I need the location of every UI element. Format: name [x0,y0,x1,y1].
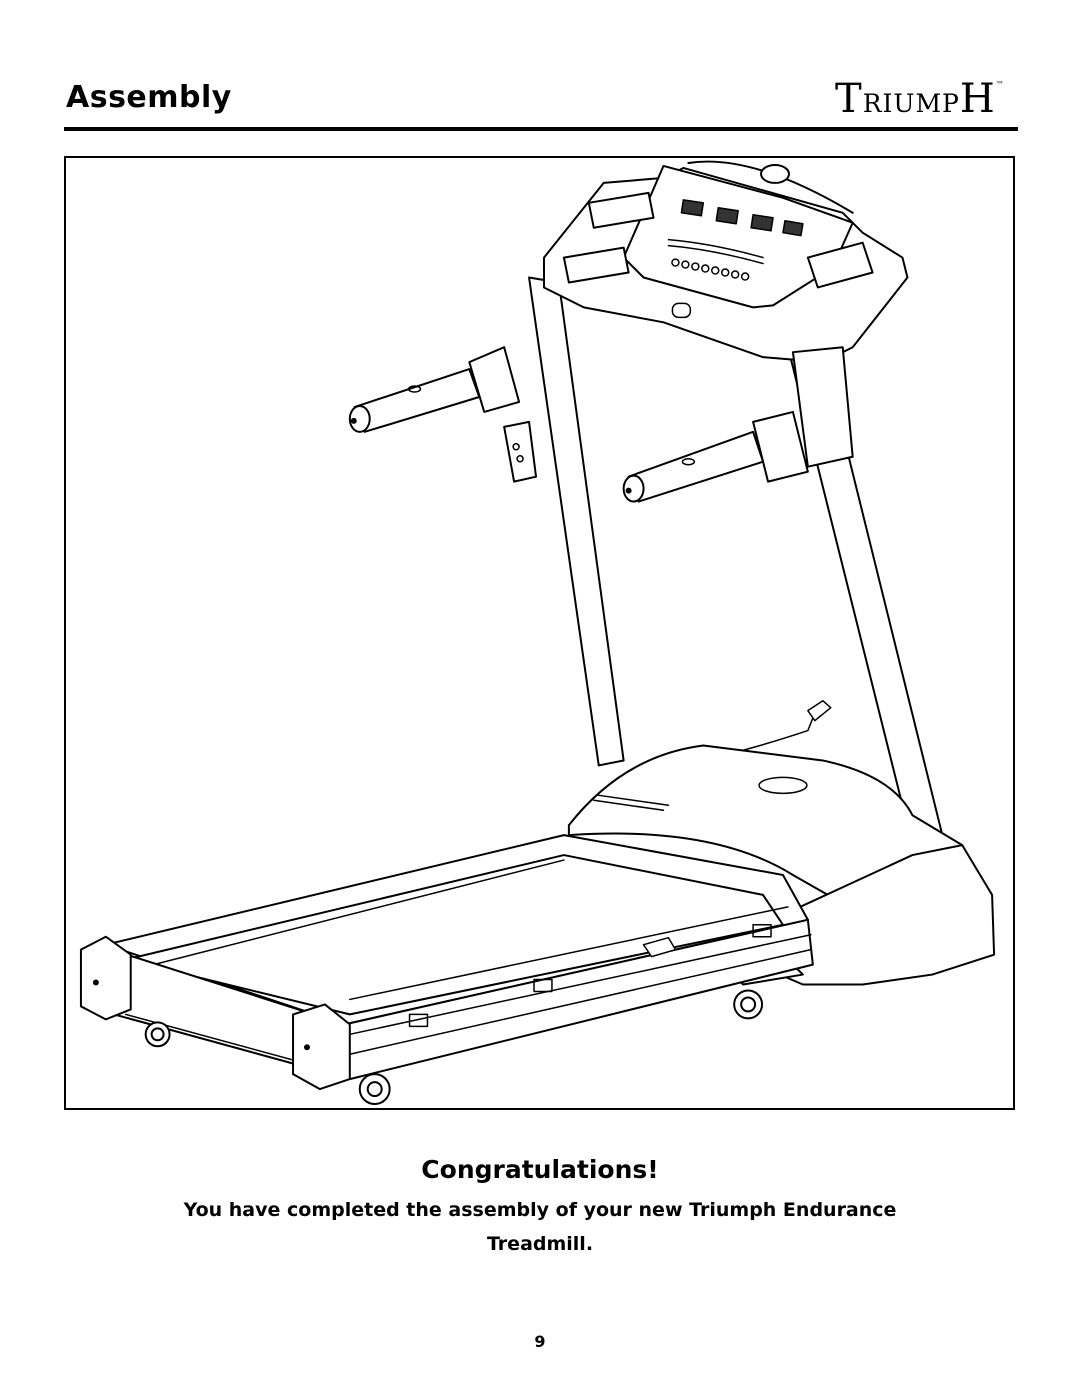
section-title: Assembly [66,80,232,115]
completion-message-line-1: You have completed the assembly of your … [183,1199,897,1221]
header-rule [64,127,1018,131]
congratulations-heading: Congratulations! [421,1155,659,1184]
brand-logo: TRIUMPH™ [835,76,1005,122]
completion-message-line-2: Treadmill. [486,1233,594,1255]
trademark-mark: ™ [995,80,1005,89]
page-number: 9 [534,1332,546,1351]
treadmill-figure [64,156,1015,1110]
treadmill-illustration [79,160,996,1106]
